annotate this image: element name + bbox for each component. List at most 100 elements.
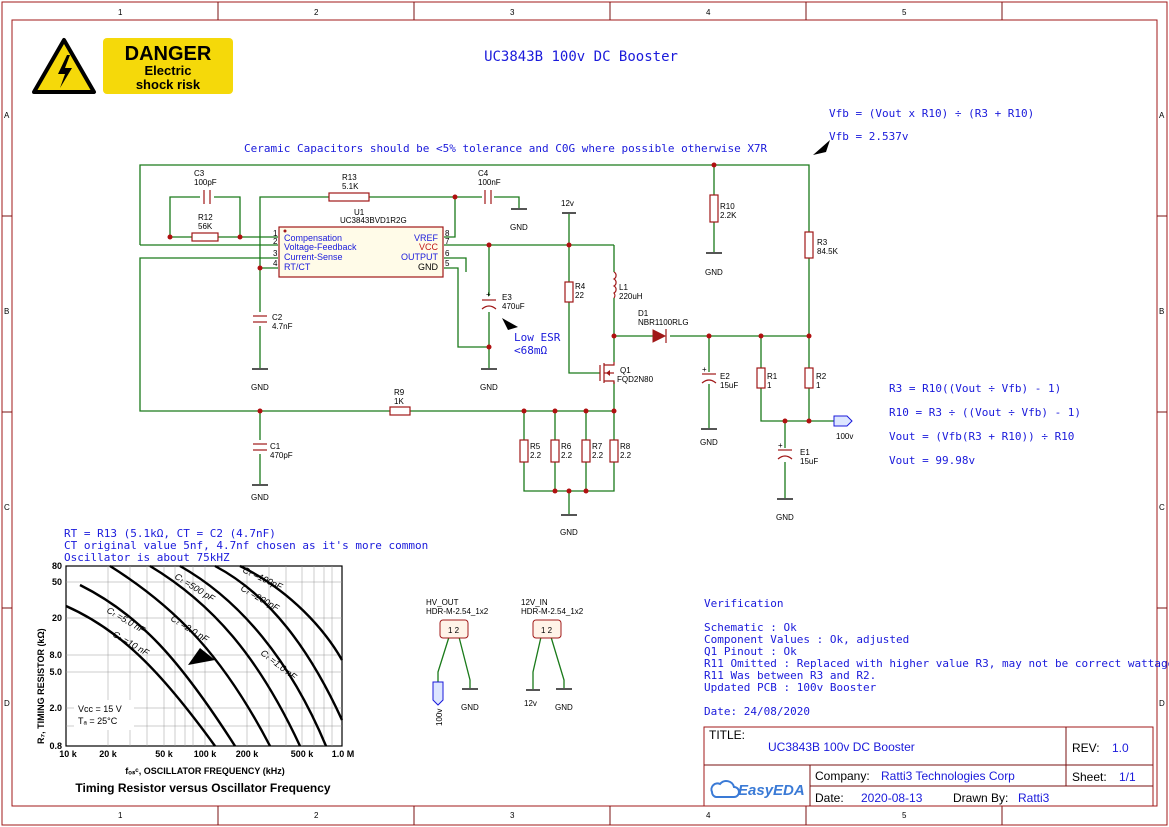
- col-2-bottom: 2: [314, 811, 319, 820]
- col-3-bottom: 3: [510, 811, 515, 820]
- pin-4-num: 4: [273, 259, 278, 268]
- capacitor-c2[interactable]: C2 4.7nF: [253, 313, 293, 331]
- svg-text:EasyEDA: EasyEDA: [738, 782, 805, 799]
- resistor-r8[interactable]: R8 2.2: [609, 439, 632, 463]
- gnd-12v-icon: GND: [555, 688, 573, 712]
- svg-text:1 2: 1 2: [541, 626, 553, 635]
- svg-text:GND: GND: [251, 493, 269, 502]
- vfb-value: Vfb = 2.537v: [829, 130, 909, 143]
- curve-2nf: [109, 564, 272, 747]
- tb-title-label: TITLE:: [709, 728, 745, 742]
- connector-hv-out[interactable]: HV_OUT HDR-M-2.54_1x2 1 2 100v: [426, 598, 489, 726]
- svg-text:1 2: 1 2: [448, 626, 460, 635]
- mosfet-q1[interactable]: Q1 FQD2N80: [599, 362, 654, 384]
- warning-triangle-icon: [32, 38, 96, 94]
- gnd-e1-icon: GND: [776, 498, 794, 522]
- pin-6-num: 6: [445, 249, 450, 258]
- graph-cond-vcc: Vᴄᴄ = 15 V: [78, 704, 122, 714]
- c4-ref: C4: [478, 169, 489, 178]
- capacitor-e2[interactable]: + E2 15uF: [701, 365, 738, 390]
- hv-port-label: 100v: [435, 709, 444, 726]
- svg-text:GND: GND: [555, 703, 573, 712]
- row-b: B: [4, 307, 9, 316]
- danger-sign: DANGER Electric shock risk: [32, 38, 233, 94]
- danger-heading: DANGER: [125, 43, 212, 65]
- r1-val: 1: [767, 381, 772, 390]
- resistor-r4[interactable]: R4 22: [564, 281, 586, 303]
- svg-text:GND: GND: [480, 383, 498, 392]
- svg-text:GND: GND: [461, 703, 479, 712]
- col-1: 1: [118, 8, 123, 17]
- junction-dots: [167, 162, 812, 494]
- r2-val: 1: [816, 381, 821, 390]
- ic-u1[interactable]: U1 UC3843BVD1R2G Compensation Voltage-Fe…: [273, 208, 450, 278]
- r5-val: 2.2: [530, 451, 542, 460]
- x-tick-500k: 500 k: [291, 749, 315, 759]
- l1-ref: L1: [619, 283, 628, 292]
- resistor-r7[interactable]: R7 2.2: [581, 439, 604, 463]
- tb-drawn: Ratti3: [1018, 791, 1050, 805]
- capacitor-e3[interactable]: + E3 470uF: [481, 290, 525, 311]
- col-4: 4: [706, 8, 711, 17]
- resistor-r2[interactable]: R2 1: [804, 367, 827, 390]
- timing-graph: Cₜ =10 nF Cₜ =5.0 nF Cₜ =2.0 nF Cₜ =500 …: [36, 561, 354, 795]
- pin-compensation: Compensation: [284, 233, 342, 243]
- pin-voltage-feedback: Voltage-Feedback: [284, 242, 357, 252]
- resistor-r3[interactable]: R3 84.5K: [804, 231, 839, 259]
- resistor-r13[interactable]: R13 5.1K: [328, 173, 370, 202]
- v12-in-name: 12V_IN: [521, 598, 548, 607]
- tb-sheet-label: Sheet:: [1072, 770, 1107, 784]
- connector-12v-in[interactable]: 12V_IN HDR-M-2.54_1x2 1 2 12v: [521, 598, 584, 708]
- pin-1-num: 1: [273, 229, 278, 238]
- tb-date: 2020-08-13: [861, 791, 923, 805]
- resistor-r12[interactable]: R12 56K: [191, 213, 219, 242]
- c1-ref: C1: [270, 442, 281, 451]
- resistor-r9[interactable]: R9 1K: [389, 388, 411, 416]
- r9-ref: R9: [394, 388, 405, 397]
- ground-symbols: GND GND GND GND GND GND GND GND GND GND: [251, 208, 794, 712]
- e3-ref: E3: [502, 293, 512, 302]
- row-d: D: [4, 699, 10, 708]
- graph-y-label: R₇, TIMING RESISTOR (kΩ): [36, 628, 46, 744]
- curve-1nf: [149, 564, 302, 747]
- l1-val: 220uH: [619, 292, 643, 301]
- diode-d1[interactable]: D1 NBR1100RLG: [638, 309, 689, 343]
- low-esr-arrow-icon: [502, 318, 518, 330]
- resistor-r10[interactable]: R10 2.2K: [709, 194, 737, 223]
- capacitor-e1[interactable]: + E1 15uF: [777, 441, 818, 466]
- e1-ref: E1: [800, 448, 810, 457]
- r12-ref: R12: [198, 213, 213, 222]
- verification-line-4: R11 Omitted : Replaced with higher value…: [704, 657, 1169, 670]
- title-block: TITLE: UC3843B 100v DC Booster REV: 1.0 …: [703, 726, 1154, 807]
- tb-rev-label: REV:: [1072, 741, 1100, 755]
- resistor-r5[interactable]: R5 2.2: [519, 439, 542, 463]
- r13-val: 5.1K: [342, 182, 359, 191]
- svg-text:+: +: [778, 441, 783, 450]
- tb-rev: 1.0: [1112, 741, 1129, 755]
- r6-ref: R6: [561, 442, 572, 451]
- rt-note-1: RT = R13 (5.1kΩ, CT = C2 (4.7nF): [64, 527, 276, 540]
- q1-ref: Q1: [620, 366, 631, 375]
- rt-note-3: Oscillator is about 75kHZ: [64, 551, 230, 564]
- graph-x-label: fₒₛᶜ, OSCILLATOR FREQUENCY (kHz): [125, 766, 284, 776]
- svg-text:GND: GND: [776, 513, 794, 522]
- capacitor-c1[interactable]: C1 470pF: [253, 442, 293, 460]
- col-1-bottom: 1: [118, 811, 123, 820]
- e1-val: 15uF: [800, 457, 818, 466]
- col-2: 2: [314, 8, 319, 17]
- x-tick-1m: 1.0 M: [332, 749, 355, 759]
- gnd-hv-icon: GND: [461, 688, 479, 712]
- svg-text:+: +: [486, 290, 491, 299]
- e3-val: 470uF: [502, 302, 525, 311]
- capacitor-c4[interactable]: C4 100nF: [478, 169, 501, 204]
- r4-ref: R4: [575, 282, 586, 291]
- resistor-r6[interactable]: R6 2.2: [550, 439, 573, 463]
- gnd-e3-icon: GND: [480, 368, 498, 392]
- y-tick-50: 50: [52, 577, 62, 587]
- verification-heading: Verification: [704, 597, 783, 610]
- inductor-l1[interactable]: L1 220uH: [612, 271, 643, 301]
- capacitor-c3[interactable]: C3 100pF: [194, 169, 217, 204]
- resistor-r1[interactable]: R1 1: [756, 367, 778, 390]
- svg-text:GND: GND: [560, 528, 578, 537]
